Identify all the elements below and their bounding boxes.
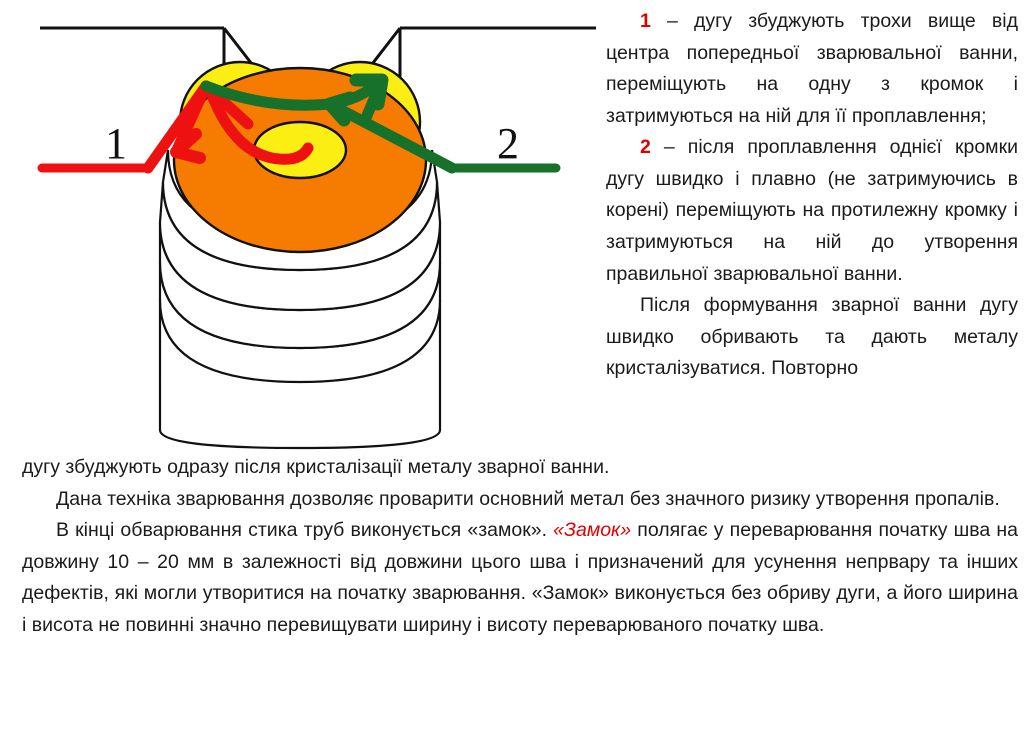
paragraph-item-3: Після формування зварної ванни дугу швид… bbox=[606, 290, 1018, 385]
paragraph-item-4: Дана техніка зварювання дозволяє провари… bbox=[56, 487, 1000, 510]
green-arrowhead-right bbox=[349, 73, 389, 111]
green-leader-diagonal bbox=[324, 98, 458, 174]
callout-label-2: 2 bbox=[497, 119, 519, 168]
list-dash-1: – bbox=[650, 10, 695, 32]
weld-bead-stack bbox=[158, 149, 442, 450]
red-arrowhead-left bbox=[170, 128, 206, 164]
callout-label-1: 1 bbox=[105, 119, 127, 168]
bottom-text-block: дугу збуджують одразу після кристалізаці… bbox=[22, 452, 1018, 641]
list-dash-2: – bbox=[650, 136, 688, 159]
welding-technique-diagram: 1 2 bbox=[0, 0, 600, 450]
paragraph-1-body: дугу збуджують трохи вище від центра поп… bbox=[606, 10, 1018, 127]
side-text-column: 1 – дугу збуджують трохи вище від центра… bbox=[606, 6, 1018, 385]
paragraph-item-5: В кінці обварювання стика труб виконуєть… bbox=[22, 515, 1018, 641]
diagram-canvas: 1 2 bbox=[37, 26, 596, 450]
paragraph-3-continuation: дугу збуджують одразу після кристалізаці… bbox=[22, 456, 610, 478]
list-marker-2: 2 bbox=[640, 136, 651, 159]
green-arrowhead-mid bbox=[323, 91, 357, 127]
paragraph-item-1: 1 – дугу збуджують трохи вище від центра… bbox=[606, 6, 1018, 132]
paragraph-5-after: полягає у переварювання початку шва на д… bbox=[22, 519, 1018, 636]
zamok-highlight: «Замок» bbox=[553, 519, 632, 542]
list-marker-1: 1 bbox=[640, 10, 651, 32]
green-sweep-stroke bbox=[200, 74, 388, 111]
paragraph-5-before: В кінці обварювання стика труб виконуєть… bbox=[56, 519, 554, 542]
paragraph-item-2: 2 – після проплавлення однієї кромки дуг… bbox=[606, 132, 1018, 290]
red-weave-curve bbox=[204, 84, 314, 165]
paragraph-2-body: після проплавлення однієї кромки дугу шв… bbox=[606, 136, 1018, 285]
green-weave-arrow bbox=[200, 73, 561, 174]
paragraph-3-body: Після формування зварної ванни дугу швид… bbox=[606, 294, 1018, 380]
